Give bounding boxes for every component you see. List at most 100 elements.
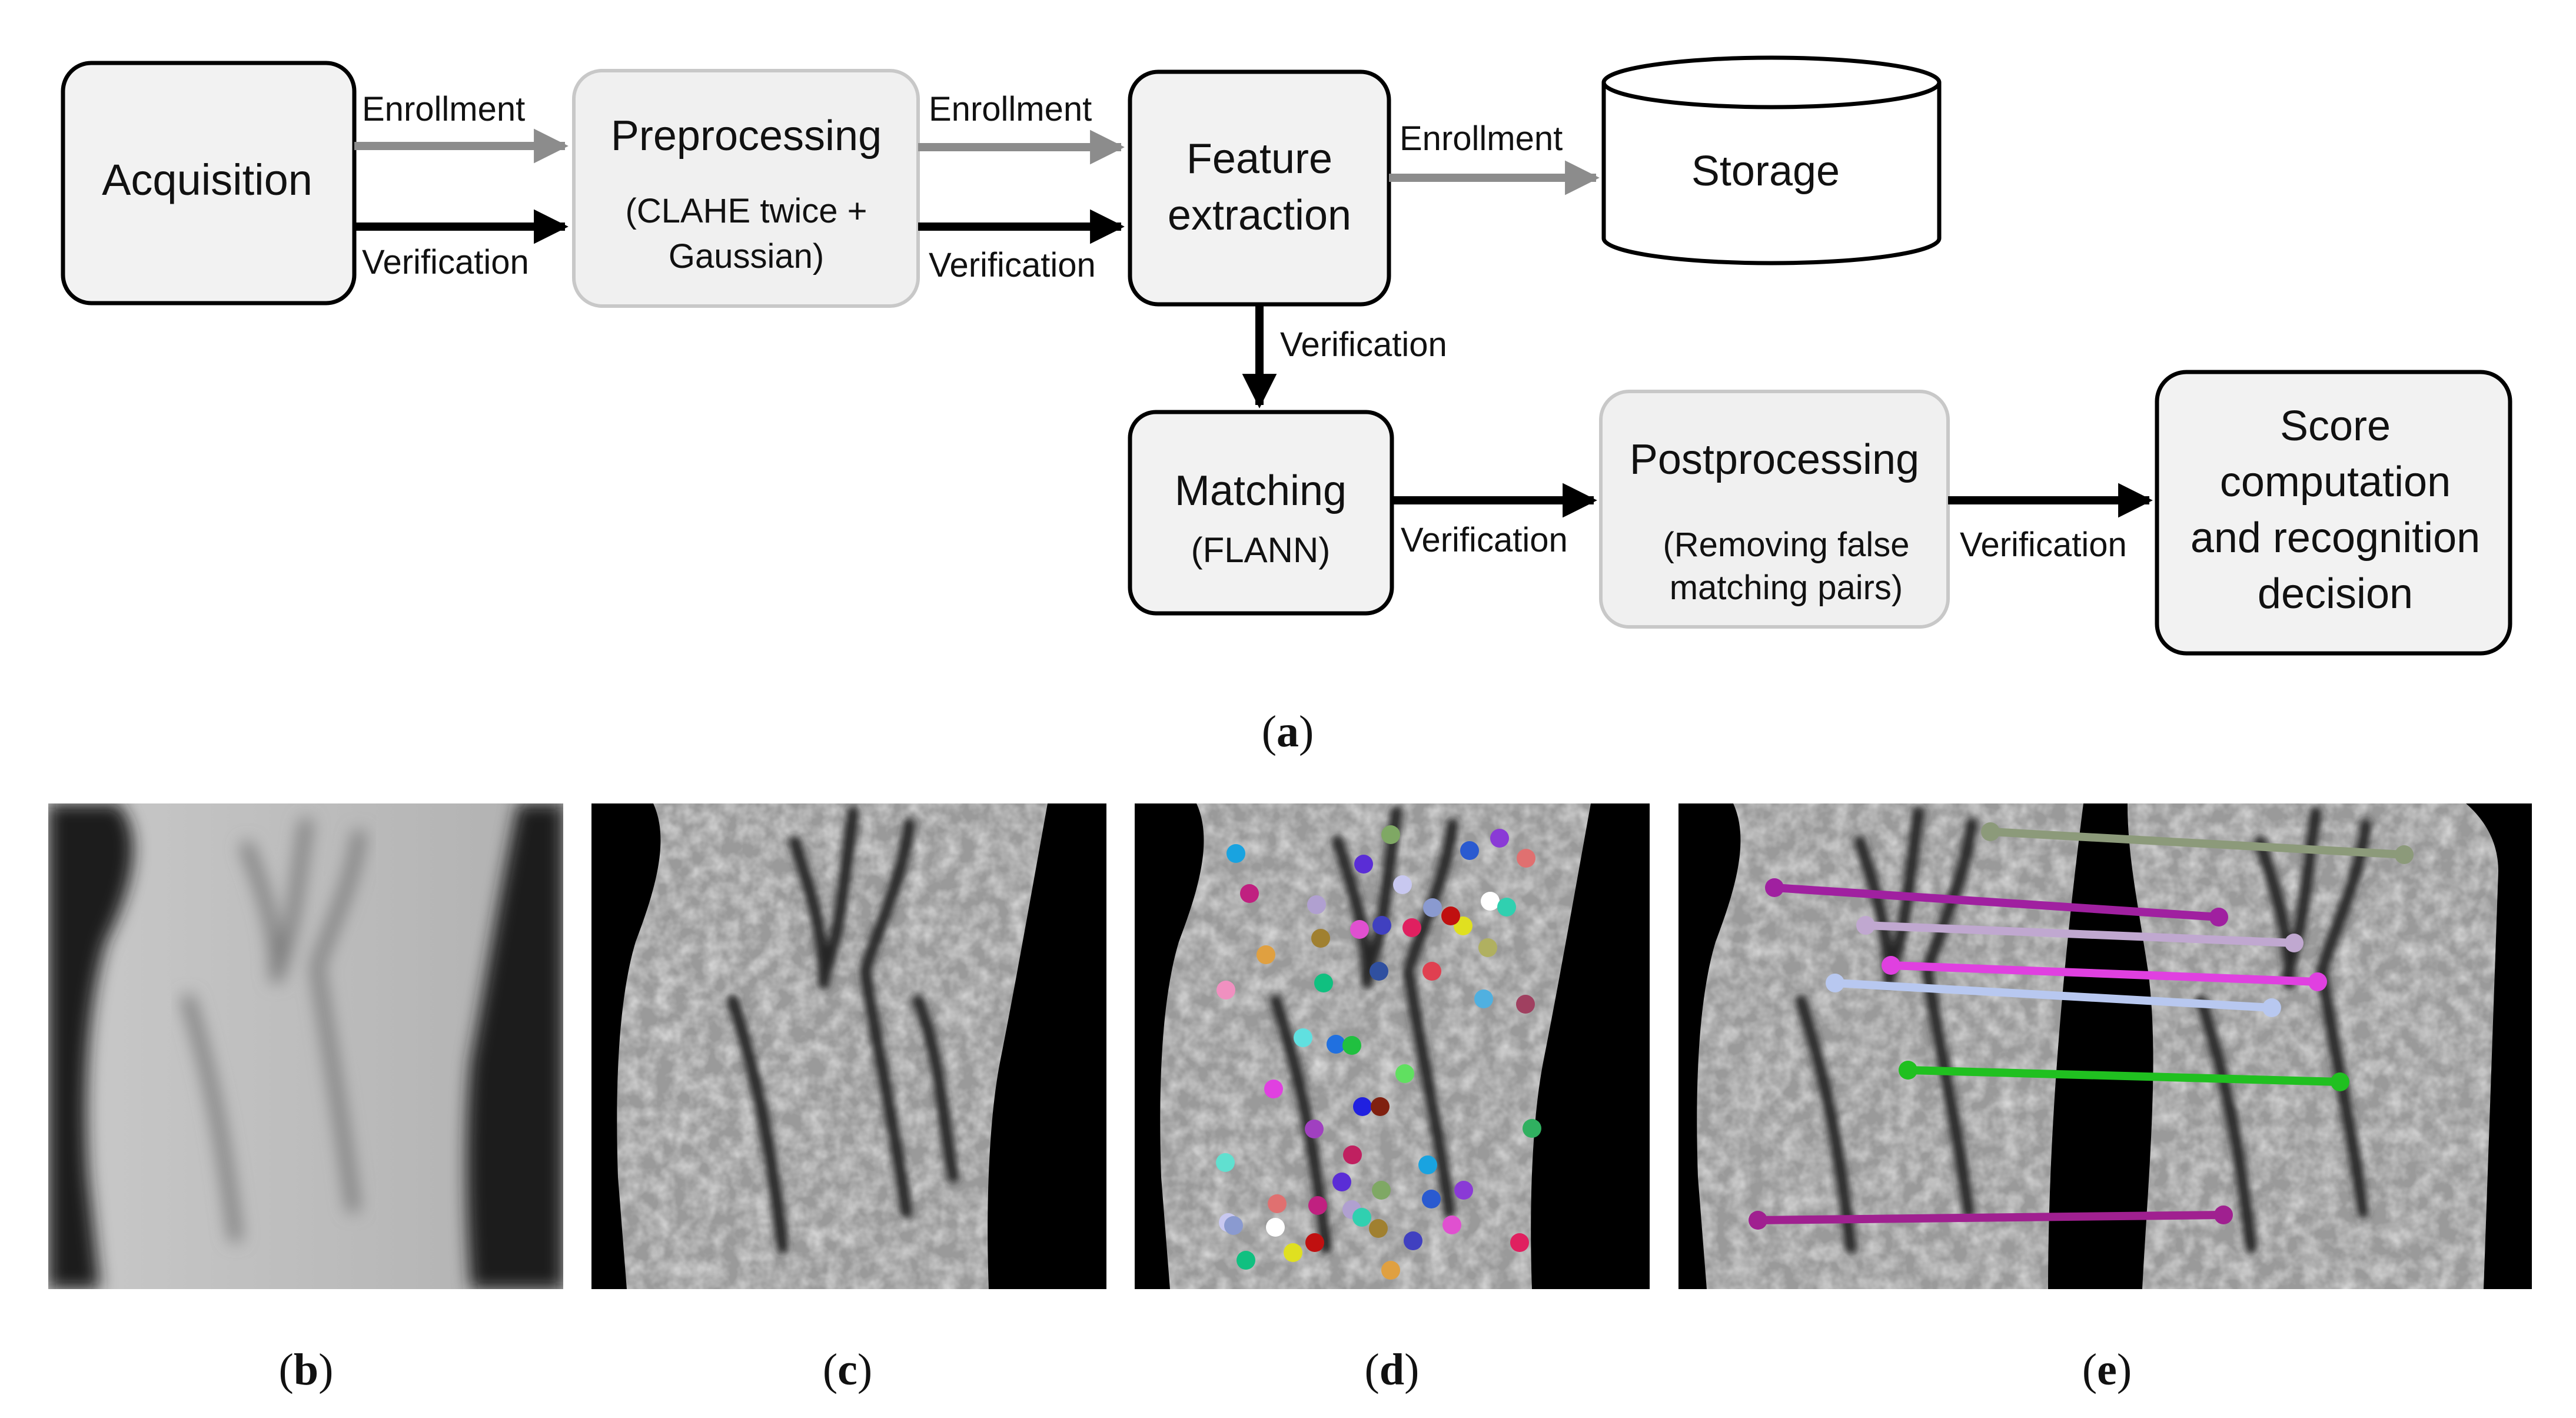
panel-label-b: (b) <box>279 1345 334 1394</box>
keypoint-marker <box>1441 906 1460 925</box>
node-feature-line-1: Feature <box>1186 135 1332 182</box>
keypoint-marker <box>1311 929 1330 948</box>
match-line <box>1986 828 2408 859</box>
edge-label-verification-4: Verification <box>1401 521 1568 559</box>
keypoint-marker <box>1294 1028 1312 1047</box>
keypoint-marker <box>1308 1196 1327 1215</box>
match-endpoint <box>2214 1206 2233 1224</box>
panel-image-d <box>1135 803 1650 1289</box>
keypoint-marker <box>1510 1233 1529 1252</box>
keypoint-marker <box>1284 1243 1302 1262</box>
match-endpoint <box>2395 845 2414 864</box>
keypoint-marker <box>1393 875 1412 894</box>
match-endpoint <box>1899 1061 1917 1080</box>
panel-image-b <box>48 803 563 1289</box>
match-line <box>1754 1211 2228 1224</box>
match-line <box>1770 884 2223 921</box>
keypoint-marker <box>1381 1261 1400 1280</box>
keypoint-marker <box>1422 962 1441 981</box>
keypoints-layer <box>1216 825 1541 1280</box>
keypoint-marker <box>1314 974 1333 992</box>
edge-label-enrollment-3: Enrollment <box>1400 119 1563 158</box>
keypoint-marker <box>1268 1194 1287 1213</box>
panel-image-c <box>591 803 1106 1289</box>
node-preprocessing-title: Preprocessing <box>611 112 882 160</box>
node-preprocessing-sub-1: (CLAHE twice + <box>626 192 867 230</box>
keypoint-marker <box>1266 1218 1285 1237</box>
match-endpoint <box>2331 1072 2349 1091</box>
keypoint-marker <box>1381 825 1400 844</box>
keypoint-marker <box>1460 841 1479 860</box>
match-endpoint <box>2209 908 2228 926</box>
keypoint-marker <box>1422 1190 1441 1208</box>
flowchart: Acquisition Preprocessing (CLAHE twice +… <box>61 55 2512 656</box>
keypoint-marker <box>1523 1119 1541 1138</box>
match-endpoint <box>1765 878 1784 897</box>
node-feature-extraction: Feature extraction <box>1128 69 1391 307</box>
keypoint-marker <box>1353 1097 1372 1116</box>
keypoint-marker <box>1517 849 1535 868</box>
match-line <box>1862 921 2298 947</box>
panel-label-c: (c) <box>823 1345 872 1394</box>
keypoint-marker <box>1307 895 1326 914</box>
keypoint-marker <box>1224 1216 1243 1235</box>
edge-label-verification-2: Verification <box>929 246 1096 284</box>
node-preprocessing-sub-2: Gaussian) <box>669 237 824 275</box>
keypoint-marker <box>1371 1097 1390 1116</box>
keypoint-marker <box>1352 1208 1371 1227</box>
node-postprocessing: Postprocessing (Removing false matching … <box>1599 390 1950 629</box>
keypoint-marker <box>1474 989 1493 1008</box>
keypoint-marker <box>1327 1035 1345 1054</box>
node-score-line-1: Score <box>2280 403 2391 450</box>
keypoint-marker <box>1490 829 1509 848</box>
panel-image-e <box>1678 803 2532 1289</box>
node-acquisition: Acquisition <box>61 61 357 305</box>
keypoint-marker <box>1516 995 1535 1014</box>
panel-label-e: (e) <box>2082 1345 2132 1394</box>
keypoint-marker <box>1354 855 1373 874</box>
node-feature-line-2: extraction <box>1168 192 1351 239</box>
match-endpoint <box>1882 956 1900 975</box>
keypoint-marker <box>1216 981 1235 999</box>
node-storage: Storage <box>1601 55 1942 265</box>
keypoint-marker <box>1237 1251 1255 1270</box>
node-score-line-3: and recognition <box>2191 514 2480 562</box>
node-matching: Matching (FLANN) <box>1128 410 1394 616</box>
match-line <box>1887 961 2322 986</box>
match-endpoint <box>2285 934 2304 952</box>
keypoint-marker <box>1395 1064 1414 1083</box>
keypoint-marker <box>1478 938 1497 957</box>
match-endpoint <box>2262 998 2281 1017</box>
edge-label-enrollment-1: Enrollment <box>362 90 525 128</box>
node-acquisition-label: Acquisition <box>102 155 313 204</box>
edge-label-verification-1: Verification <box>362 243 529 281</box>
keypoint-marker <box>1226 844 1245 863</box>
keypoint-marker <box>1350 920 1369 939</box>
panel-label-d: (d) <box>1365 1345 1420 1394</box>
node-score-line-4: decision <box>2258 570 2413 617</box>
node-postprocessing-title: Postprocessing <box>1630 436 1919 483</box>
match-endpoint <box>1749 1211 1767 1230</box>
node-matching-sub: (FLANN) <box>1191 530 1331 570</box>
match-endpoint <box>1981 822 2000 841</box>
match-line <box>1831 979 2276 1012</box>
keypoint-marker <box>1264 1080 1283 1098</box>
match-endpoint <box>2308 972 2327 991</box>
node-postprocessing-sub-1: (Removing false <box>1663 526 1909 564</box>
match-endpoint <box>1856 916 1875 935</box>
keypoint-marker <box>1404 1231 1422 1250</box>
panel-label-a: (a) <box>1262 707 1314 756</box>
node-score: Score computation and recognition decisi… <box>2155 370 2512 656</box>
keypoint-marker <box>1370 962 1388 981</box>
node-score-line-2: computation <box>2220 459 2451 506</box>
edge-label-verification-5: Verification <box>1960 526 2127 564</box>
node-preprocessing: Preprocessing (CLAHE twice + Gaussian) <box>572 69 920 308</box>
node-postprocessing-sub-2: matching pairs) <box>1670 569 1903 607</box>
keypoint-marker <box>1372 1181 1391 1200</box>
edge-label-enrollment-2: Enrollment <box>929 90 1092 128</box>
keypoint-marker <box>1418 1155 1437 1174</box>
keypoint-marker <box>1216 1153 1235 1172</box>
match-lines-layer <box>1749 822 2414 1230</box>
keypoint-marker <box>1332 1173 1351 1191</box>
